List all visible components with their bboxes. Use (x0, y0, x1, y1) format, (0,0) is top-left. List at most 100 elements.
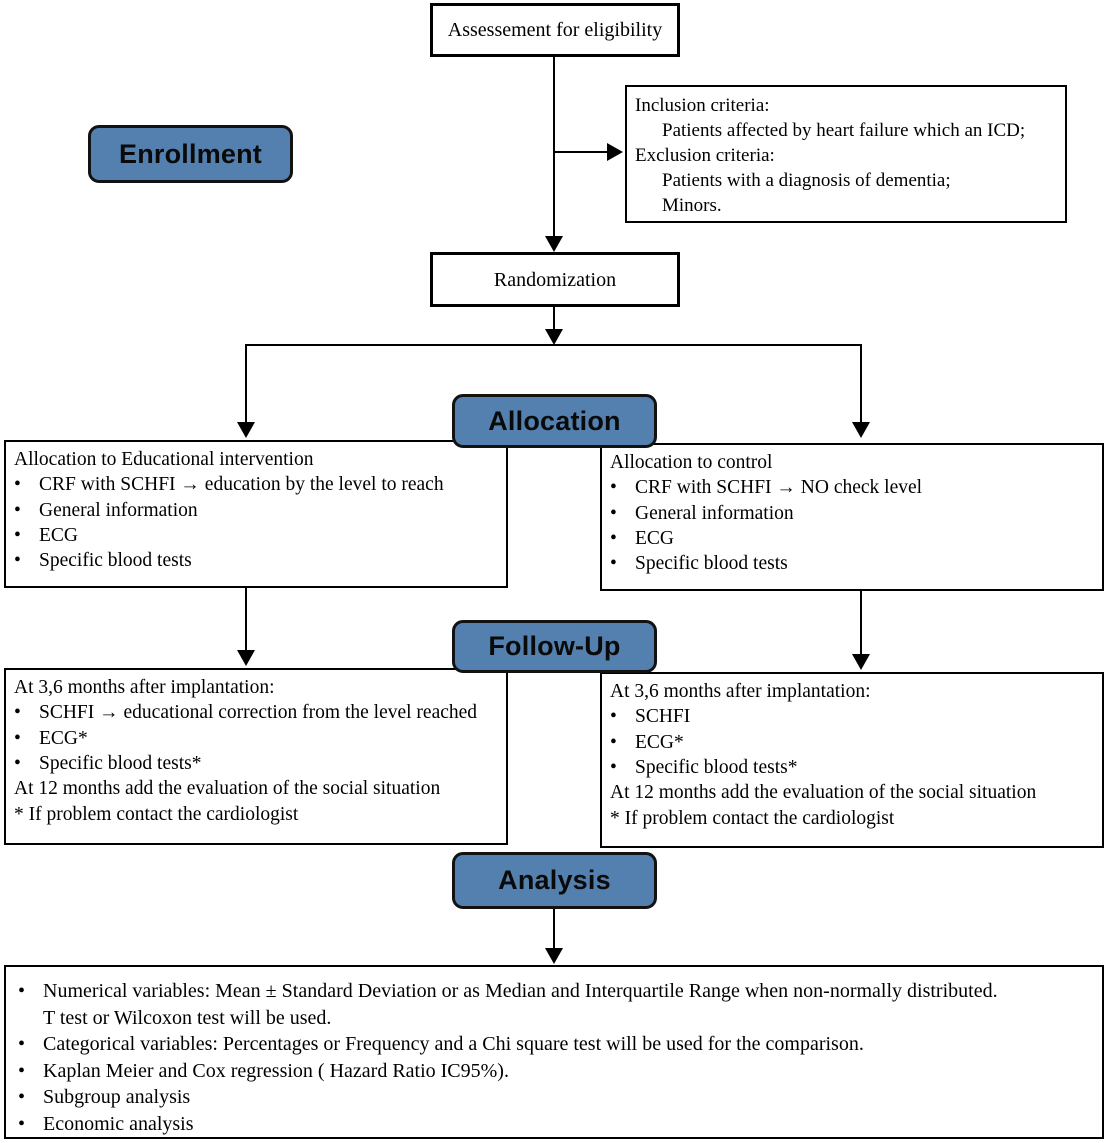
bullet-marker: • (18, 1059, 26, 1082)
arrowhead-to-analysis-box (545, 948, 563, 964)
bullet-marker: • (610, 502, 617, 524)
bullet-item: •Specific blood tests (14, 548, 498, 573)
bullet-text: Specific blood tests (635, 553, 788, 575)
bullet-text: Kaplan Meier and Cox regression ( Hazard… (43, 1059, 509, 1082)
bullet-text: CRF with SCHFI → education by the level … (39, 474, 444, 496)
note-line: * If problem contact the cardiologist (14, 802, 498, 827)
bullet-text: Numerical variables: Mean ± Standard Dev… (43, 980, 998, 1002)
box-title: Allocation to control (610, 450, 1094, 475)
bullet-marker: • (610, 757, 617, 779)
note-line: At 12 months add the evaluation of the s… (610, 780, 1094, 805)
bullet-item: •Specific blood tests (610, 551, 1094, 576)
bullet-marker: • (610, 706, 617, 728)
bullet-text: Specific blood tests* (39, 753, 202, 775)
bullet-item: • General information (14, 498, 498, 523)
criteria-line: Inclusion criteria: (635, 93, 1057, 118)
criteria-text: Patients affected by heart failure which… (662, 120, 1026, 142)
analysis-stage-badge: Analysis (452, 852, 657, 909)
box-title: At 3,6 months after implantation: (14, 675, 498, 700)
connector-randomization-split (553, 307, 555, 331)
continuation-line: T test or Wilcoxon test will be used. (18, 1005, 1090, 1032)
bullet-text: SCHFI → educational correction from the … (39, 702, 478, 724)
bullet-marker: • (610, 528, 617, 550)
followup-intervention-box: At 3,6 months after implantation: • SCHFI… (4, 668, 508, 845)
bullet-item: • ECG* (610, 730, 1094, 755)
arrowhead-to-intervention (237, 422, 255, 438)
note-text: * If problem contact the cardiologist (610, 807, 895, 829)
bullet-item: • General information (610, 501, 1094, 526)
bullet-item: • Kaplan Meier and Cox regression ( Hazar… (18, 1058, 1090, 1085)
note-line: * If problem contact the cardiologist (610, 806, 1094, 831)
criteria-line: Patients with a diagnosis of dementia; (635, 168, 1057, 193)
bullet-item: •ECG (14, 523, 498, 548)
box-title: Allocation to Educational intervention (14, 447, 498, 472)
bullet-marker: • (14, 702, 21, 724)
criteria-line: Patients affected by heart failure which… (635, 118, 1057, 143)
bullet-text: ECG (39, 525, 78, 547)
arrowhead-to-criteria (607, 143, 623, 161)
bullet-marker: • (14, 727, 21, 749)
bullet-item: • SCHFI → educational correction from the… (14, 700, 498, 725)
eligibility-label: Assessement for eligibility (447, 19, 663, 41)
arrowhead-to-randomization (545, 236, 563, 252)
bullet-text: CRF with SCHFI → NO check level (635, 477, 923, 499)
bullet-item: • CRF with SCHFI → NO check level (610, 475, 1094, 500)
criteria-text: Minors. (662, 195, 722, 217)
box-title-text: Allocation to Educational intervention (14, 449, 314, 470)
bullet-text: Categorical variables: Percentages or Fr… (43, 1033, 864, 1056)
randomization-label: Randomization (493, 268, 617, 291)
note-text: T test or Wilcoxon test will be used. (43, 1006, 332, 1029)
note-text: At 12 months add the evaluation of the s… (14, 778, 441, 800)
bullet-marker: • (14, 474, 21, 496)
arrowhead-to-control (852, 422, 870, 438)
connector-split-right (860, 344, 862, 423)
bullet-item: •Economic analysis (18, 1111, 1090, 1138)
bullet-marker: • (610, 477, 617, 499)
bullet-text: ECG* (39, 727, 88, 749)
bullet-text: General information (635, 502, 794, 524)
box-title-text: At 3,6 months after implantation: (14, 677, 275, 698)
note-text: * If problem contact the cardiologist (14, 803, 299, 825)
box-title-text: Allocation to control (610, 452, 773, 473)
split-line (245, 344, 862, 346)
analysis-stage-label: Analysis (498, 865, 611, 895)
allocation-intervention-box: Allocation to Educational intervention •… (4, 440, 508, 588)
randomization-box: Randomization (430, 252, 680, 307)
connector-split-left (245, 344, 247, 423)
arrowhead-to-followup-right (852, 654, 870, 670)
arrowhead-to-split (545, 329, 563, 345)
criteria-text: Exclusion criteria: (635, 145, 775, 167)
analysis-box: • Numerical variables: Mean ± Standard De… (4, 965, 1104, 1139)
connector-analysis-bottom (553, 909, 555, 951)
box-title-text: At 3,6 months after implantation: (610, 681, 871, 702)
bullet-text: SCHFI (635, 706, 691, 728)
bullet-text: General information (39, 499, 198, 521)
bullet-item: • ECG* (14, 726, 498, 751)
enrollment-stage-label: Enrollment (118, 138, 262, 169)
bullet-marker: • (18, 1112, 26, 1135)
bullet-marker: • (18, 1033, 26, 1056)
bullet-item: •Subgroup analysis (18, 1084, 1090, 1111)
criteria-box: Inclusion criteria: Patients affected by… (625, 85, 1067, 223)
connector-control-followup (860, 591, 862, 654)
bullet-item: • Specific blood tests* (14, 751, 498, 776)
bullet-item: • SCHFI (610, 704, 1094, 729)
allocation-stage-badge: Allocation (452, 394, 657, 448)
criteria-text: Inclusion criteria: (635, 95, 770, 116)
bullet-marker: • (14, 499, 21, 521)
bullet-text: ECG (635, 528, 674, 550)
enrollment-stage-badge: Enrollment (88, 125, 293, 183)
bullet-marker: • (610, 731, 617, 753)
bullet-marker: • (14, 753, 21, 775)
note-text: At 12 months add the evaluation of the s… (610, 782, 1037, 804)
arrowhead-to-followup-left (237, 650, 255, 666)
box-title: At 3,6 months after implantation: (610, 679, 1094, 704)
followup-stage-badge: Follow-Up (452, 620, 657, 673)
criteria-line: Exclusion criteria: (635, 143, 1057, 168)
eligibility-box: Assessement for eligibility (430, 3, 680, 57)
bullet-text: Specific blood tests (39, 550, 192, 572)
bullet-item: • ECG (610, 526, 1094, 551)
bullet-text: ECG* (635, 731, 684, 753)
connector-eligibility-randomization (553, 57, 555, 240)
